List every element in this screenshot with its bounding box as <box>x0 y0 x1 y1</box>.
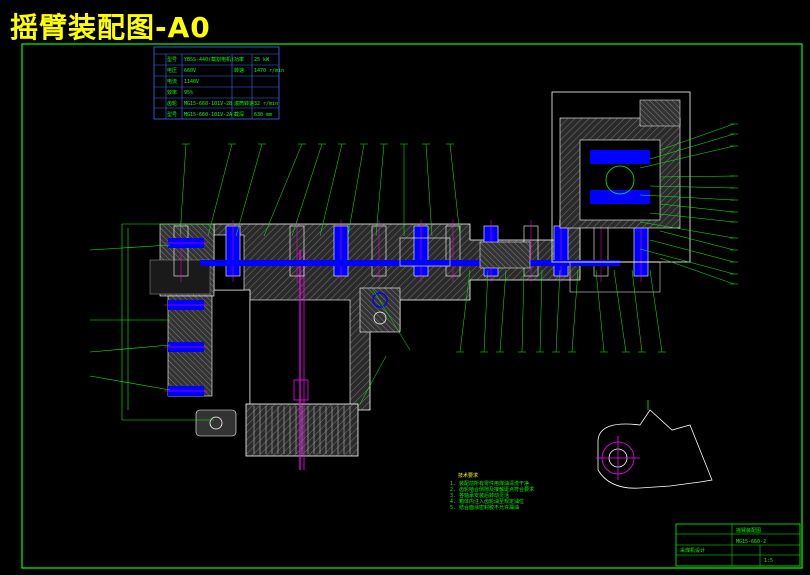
drawing-border <box>21 43 803 569</box>
spec-label: 齿轮 <box>167 100 177 107</box>
spec-value-2: 32 r/min <box>254 101 278 107</box>
spec-label: 型号 <box>167 56 177 63</box>
drawing-title: 摇臂装配图-A0 <box>10 11 211 44</box>
leader-bottom <box>483 269 489 353</box>
spec-value: MG15-660-101V-2A <box>184 112 232 118</box>
leader-right <box>649 185 735 189</box>
spec-label-2: 截深 <box>234 111 244 118</box>
intermediate-gear <box>399 237 451 267</box>
detail-view-rocker <box>596 400 713 489</box>
leader-right <box>639 145 735 169</box>
spec-table: 型号 YBSS-440(截割电机)功率 25 kW 电压 660V 转速 1470 r/mi… <box>153 46 284 120</box>
spec-label-2: 功率 <box>234 56 244 63</box>
leader-right <box>649 239 735 263</box>
leader-top <box>179 143 187 237</box>
leader-right <box>659 175 735 178</box>
title-block-drawing-no: MG15-660-2 <box>736 539 766 545</box>
gear-train <box>164 220 649 396</box>
notes-title: 技术要求 <box>458 472 478 479</box>
leader-top <box>319 143 343 237</box>
leader-right <box>659 230 735 251</box>
leader-right <box>639 194 735 201</box>
cutting-drum <box>195 250 359 470</box>
leader-top <box>425 143 433 237</box>
spec-label-2: 转速 <box>234 67 244 74</box>
leader-pump <box>371 287 411 351</box>
leader-right <box>649 133 735 160</box>
leader-top <box>263 143 303 237</box>
leader-bottom <box>459 269 471 353</box>
leader-top <box>235 143 263 237</box>
leader-bottom <box>555 269 561 353</box>
idler-gear <box>479 241 531 269</box>
title-block-name: 摇臂装配图 <box>736 527 761 534</box>
spec-table-rows: 型号 YBSS-440(截割电机)功率 25 kW 电压 660V 转速 1470 r/mi… <box>167 56 284 118</box>
leader-right <box>649 212 735 223</box>
leader-drum <box>359 355 387 405</box>
spec-label: 效率 <box>167 89 177 96</box>
leader-right <box>659 257 735 285</box>
spec-value: 95% <box>184 90 193 96</box>
spec-value: 660V <box>184 68 196 74</box>
leader-top <box>207 143 233 237</box>
title-block-scale: 1:5 <box>764 558 773 564</box>
leader-bottom <box>571 269 579 353</box>
main-shaft <box>200 260 620 266</box>
leader-top <box>375 143 385 237</box>
spec-label: 电压 <box>167 67 177 74</box>
spec-label: 型号 <box>167 111 177 118</box>
technical-note: 3. 各轴承安装后转动灵活 <box>450 492 509 499</box>
title-block: 摇臂装配图 MG15-660-2 采煤机设计 1:5 <box>675 523 801 567</box>
title-block-school: 采煤机设计 <box>680 547 705 554</box>
spec-value-2: 630 mm <box>254 112 272 118</box>
leader-right <box>659 123 735 151</box>
leader-right <box>639 248 735 275</box>
spec-label-2: 滚筒转速 <box>234 100 254 107</box>
leader-top <box>449 143 461 237</box>
oil-pump-housing <box>359 287 401 333</box>
technical-note: 4. 箱体内注入齿轮油至规定油位 <box>450 498 524 505</box>
spec-value: MG15-660-101V-2B <box>184 101 232 107</box>
technical-note: 1. 装配前所有零件用煤油清洗干净 <box>450 480 529 487</box>
leader-bottom <box>521 269 525 353</box>
spec-value-2: 25 kW <box>254 57 270 63</box>
spec-label: 电流 <box>167 78 177 85</box>
spec-value-2: 1470 r/min <box>254 68 284 74</box>
technical-note: 2. 齿轮啮合侧隙及接触斑点符合要求 <box>450 486 534 493</box>
planetary-head <box>551 91 691 293</box>
leader-right <box>639 221 735 239</box>
dimension-lines <box>89 223 214 421</box>
leader-bottom <box>539 269 543 353</box>
spec-value: YBSS-440(截割电机) <box>184 56 234 63</box>
leader-bottom <box>631 269 643 353</box>
leader-bottom <box>613 269 627 353</box>
spec-value: 1140V <box>184 79 199 85</box>
technical-note: 5. 结合面涂密封胶不允许漏油 <box>450 504 519 511</box>
leader-right <box>659 203 735 213</box>
part-leader-lines <box>179 123 738 405</box>
leader-top <box>347 143 365 237</box>
leader-top <box>291 143 323 237</box>
leader-bottom <box>499 269 507 353</box>
leader-bottom <box>595 269 605 353</box>
leader-bottom <box>649 269 663 353</box>
